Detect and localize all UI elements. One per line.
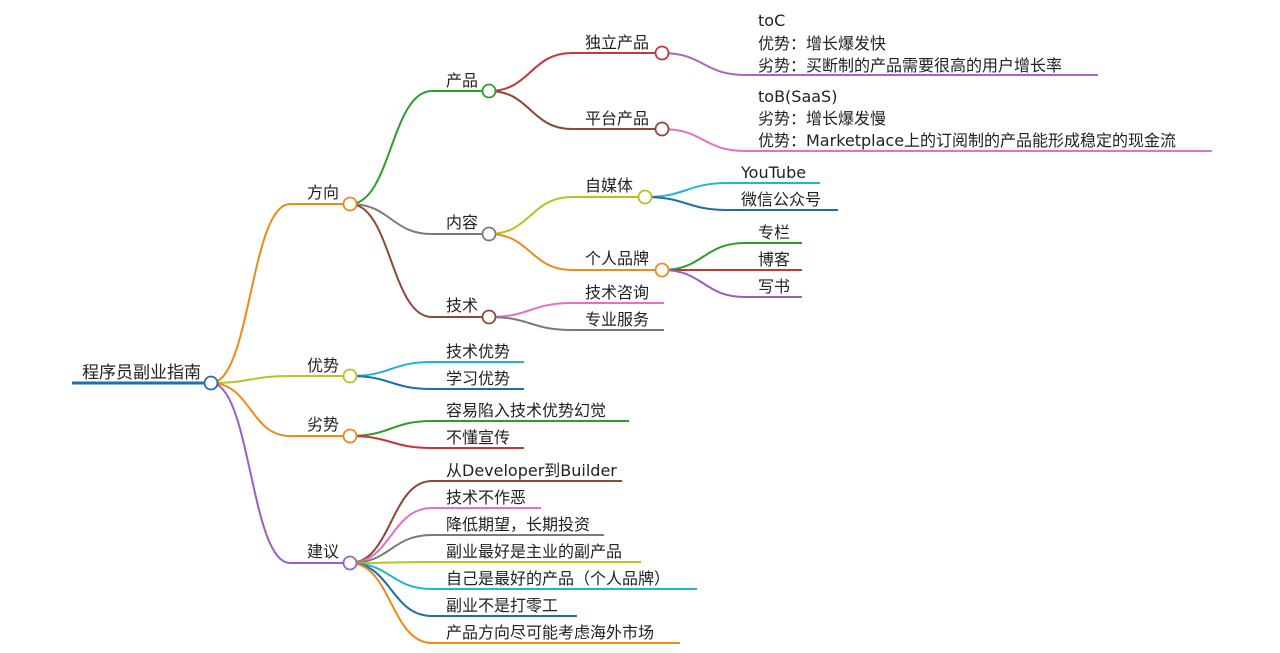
leaf-label: 微信公众号 [741,190,821,209]
leaf-label: 副业不是打零工 [446,596,558,615]
node-circle[interactable] [654,262,670,278]
node-circle[interactable] [342,428,358,444]
leaf-label: 学习优势 [446,369,510,388]
connector [488,90,573,130]
platform-note-line: 劣势：增长爆发慢 [758,109,886,128]
leaf-label: 写书 [758,277,790,296]
connector [349,435,433,449]
node-circle[interactable] [637,189,653,205]
leaf-label: 不懂宣传 [446,428,510,447]
node-circle[interactable] [342,368,358,384]
connector [488,196,573,235]
connector [349,562,433,644]
connector [349,90,433,205]
leaf-label: 博客 [758,250,790,269]
connector [349,480,433,564]
leaf-label: 从Developer到Builder [446,461,617,480]
branch-direction-label: 方向 [307,183,339,202]
leaf-label: 专栏 [758,223,790,242]
node-circle[interactable] [481,226,497,242]
branch-advantage-label: 优势 [307,356,339,375]
node-circle[interactable] [654,45,670,61]
connector [349,534,433,564]
connector [349,561,433,564]
leaf-label: 产品方向尽可能考虑海外市场 [446,623,654,642]
node-standalone-label: 独立产品 [585,33,649,52]
node-product-label: 产品 [446,71,478,90]
platform-note-line: 优势：Marketplace上的订阅制的产品能形成稳定的现金流 [758,131,1176,150]
connector [349,203,433,318]
node-circle[interactable] [203,375,219,391]
connector [488,52,573,92]
connector [488,302,573,318]
branch-disadvantage-label: 劣势 [307,415,339,434]
node-tech-label: 技术 [446,296,478,315]
leaf-label: 容易陷入技术优势幻觉 [446,401,606,420]
connector [349,361,433,377]
connector [210,382,291,564]
node-selfmedia-label: 自媒体 [585,176,633,195]
node-circle[interactable] [342,555,358,571]
leaf-label: 技术咨询 [585,283,649,302]
connector [349,203,433,235]
connector [488,233,573,271]
connector [661,128,746,152]
branch-advice-label: 建议 [307,542,339,561]
connector [661,269,746,298]
connector [644,182,729,198]
leaf-label: 降低期望，长期投资 [446,515,590,534]
node-circle[interactable] [654,121,670,137]
node-circle[interactable] [342,196,358,212]
underlines [72,52,1212,644]
leaf-label: YouTube [740,163,806,182]
connector [210,375,291,384]
standalone-note-line: 优势：增长爆发快 [758,34,886,53]
connector [210,203,291,384]
leaf-label: 副业最好是主业的副产品 [446,542,622,561]
connector [349,507,433,564]
connector [644,196,729,211]
node-personalbrand-label: 个人品牌 [585,249,649,268]
labels: 程序员副业指南 方向 优势 劣势 建议 产品 内容 技术 独立产品 平台产品 自… [82,11,1176,642]
connector [488,316,573,331]
root-label: 程序员副业指南 [82,363,201,383]
node-circles [203,45,670,571]
standalone-note-line: 劣势：买断制的产品需要很高的用户增长率 [758,56,1062,75]
connector [661,52,746,76]
leaf-label: 技术不作恶 [446,488,526,507]
leaf-label: 技术优势 [446,342,510,361]
connector [349,562,433,617]
platform-note-line: toB(SaaS) [758,87,837,106]
connector [349,420,433,437]
node-circle[interactable] [481,309,497,325]
connector [210,382,291,437]
node-content-label: 内容 [446,213,478,232]
node-circle[interactable] [481,83,497,99]
connector [661,242,746,271]
standalone-note-line: toC [758,11,785,30]
node-platform-label: 平台产品 [585,109,649,128]
leaf-label: 专业服务 [585,310,649,329]
connector [349,375,433,390]
edges [210,52,746,644]
leaf-label: 自己是最好的产品（个人品牌） [446,569,670,588]
